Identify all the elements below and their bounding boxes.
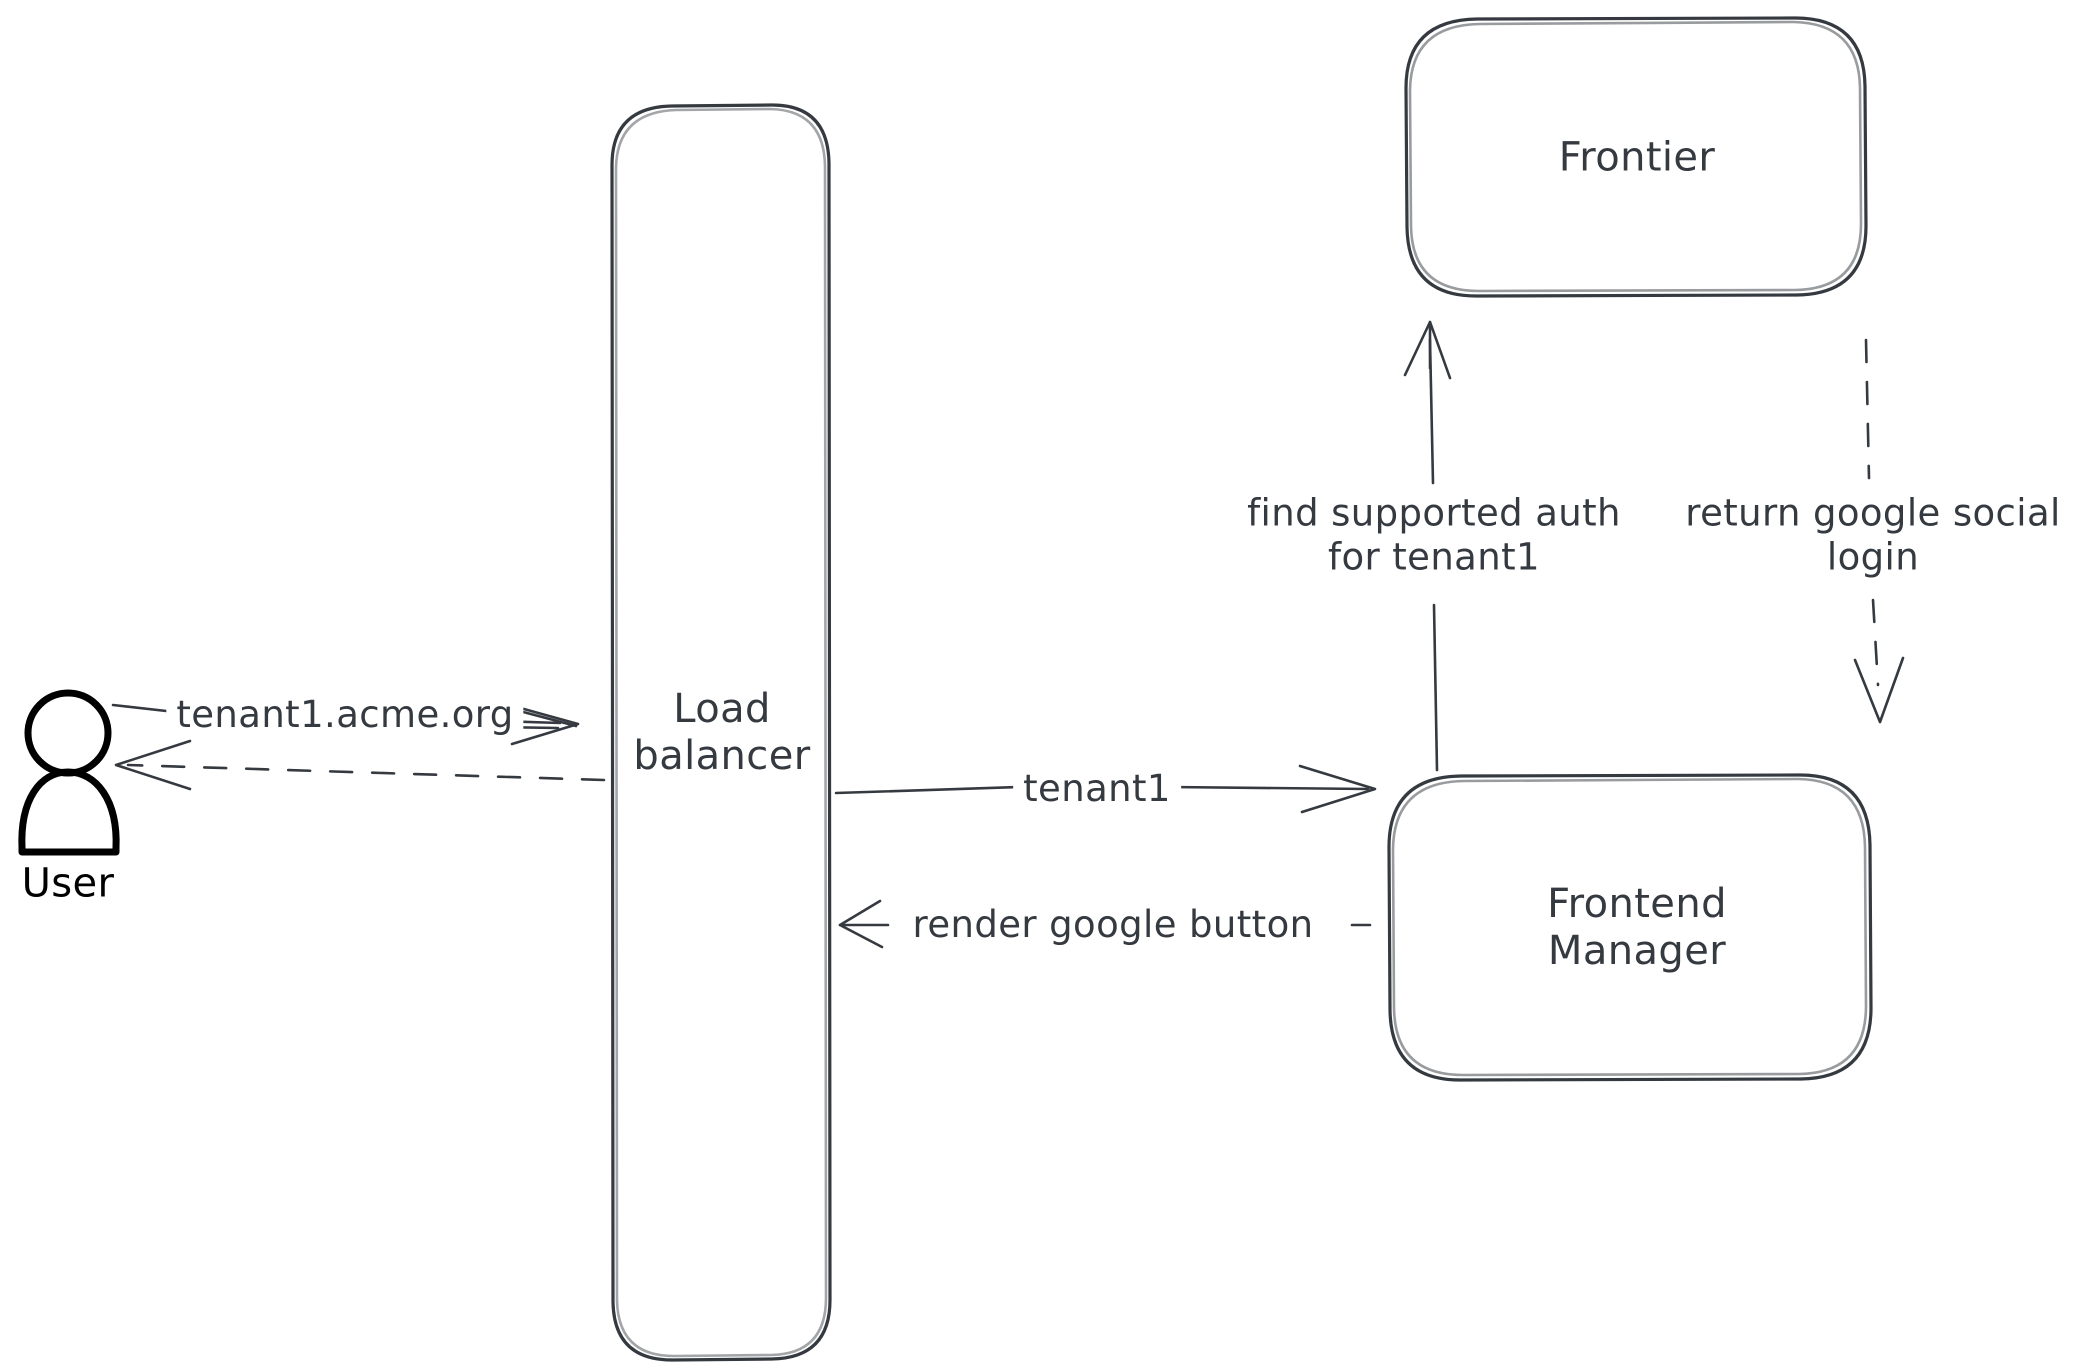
edge-lb-to-user[interactable] [114,739,606,791]
node-frontier[interactable] [1404,16,1868,298]
user-body-icon [18,768,120,856]
edge-frontier-to-fm[interactable] [1853,338,1905,724]
user-head-icon [24,689,112,777]
edge-fm-to-frontier[interactable] [1403,320,1452,772]
node-user[interactable] [18,689,120,856]
node-load-balancer[interactable] [610,103,832,1362]
node-frontend-manager[interactable] [1387,773,1873,1082]
edge-lb-to-fm[interactable] [834,764,1377,814]
edge-user-to-lb[interactable] [111,702,580,746]
edge-fm-to-lb[interactable] [838,899,1372,949]
